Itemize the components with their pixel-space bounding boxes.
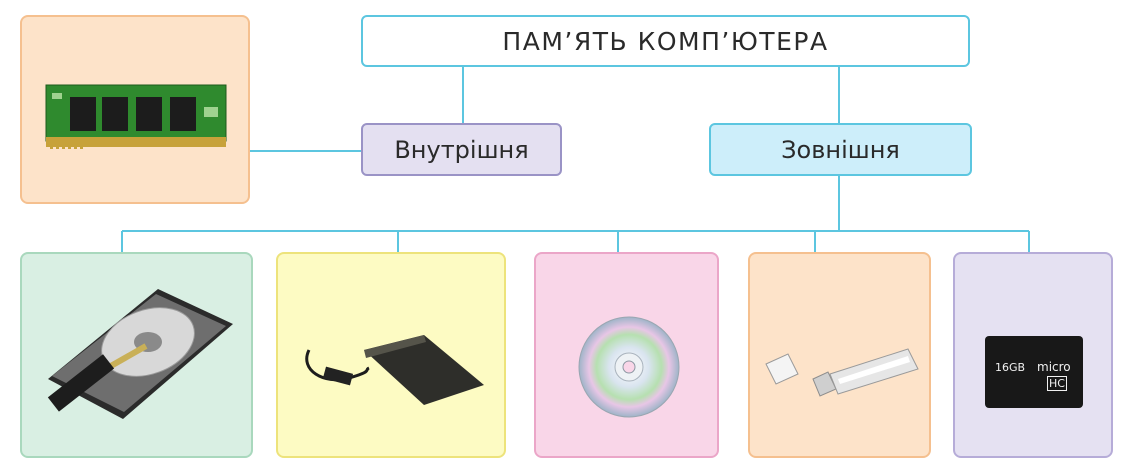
usb-flash-drive-icon <box>765 348 919 397</box>
sd-micro-text: micro <box>1037 360 1071 374</box>
hard-disk-drive-icon <box>47 289 233 419</box>
memory-title: ПАМ’ЯТЬ КОМП’ЮТЕРА <box>502 26 829 56</box>
sd-hc-text: HC <box>1047 376 1067 391</box>
external-memory-node: Зовнішня <box>709 123 972 176</box>
usb-card <box>748 252 931 458</box>
micro-sd-card-icon: 16GB micro HC <box>985 336 1083 408</box>
memory-title-node: ПАМ’ЯТЬ КОМП’ЮТЕРА <box>361 15 970 67</box>
external-memory-label: Зовнішня <box>781 135 900 164</box>
external-hdd-card <box>276 252 506 458</box>
ram-card <box>20 15 250 204</box>
cd-card <box>534 252 719 458</box>
internal-memory-label: Внутрішня <box>394 135 529 164</box>
internal-memory-node: Внутрішня <box>361 123 562 176</box>
sd-card: 16GB micro HC <box>953 252 1113 458</box>
ram-module-icon <box>45 84 227 149</box>
sd-capacity-text: 16GB <box>995 361 1026 374</box>
hdd-card <box>20 252 253 458</box>
cd-disc-icon <box>578 316 680 418</box>
external-hard-drive-icon <box>305 335 484 405</box>
